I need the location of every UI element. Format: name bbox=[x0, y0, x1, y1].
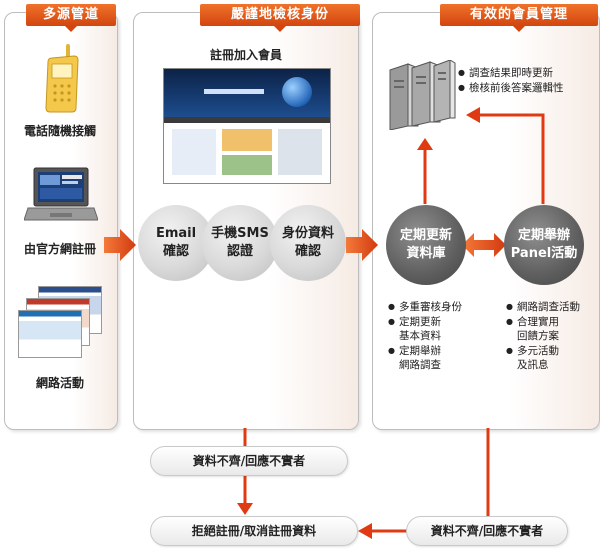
management-header: 有效的會員管理 bbox=[440, 4, 598, 32]
reject-registration-box: 拒絕註冊/取消註冊資料 bbox=[150, 516, 358, 546]
arrow-database-to-server bbox=[417, 138, 433, 150]
database-line1: 定期更新 bbox=[399, 228, 452, 243]
arrow-panel-to-server bbox=[466, 107, 480, 123]
site-content-mid2 bbox=[222, 155, 272, 175]
laptop-icon bbox=[24, 167, 98, 221]
website-label: 由官方網註冊 bbox=[23, 242, 96, 256]
site-content-mid bbox=[222, 129, 272, 151]
server-rack-icon bbox=[389, 60, 456, 130]
email-confirm-circle: Email 確認 bbox=[138, 205, 214, 281]
database-update-circle: 定期更新 資料庫 bbox=[386, 205, 466, 285]
database-line2: 資料庫 bbox=[406, 246, 446, 261]
event-site-front bbox=[18, 310, 82, 358]
register-title: 註冊加入會員 bbox=[209, 48, 282, 62]
site-content-left bbox=[172, 129, 216, 175]
incomplete-data-right: 資料不齊/回應不實者 bbox=[406, 516, 568, 546]
sms-verify-circle: 手機SMS 認證 bbox=[202, 205, 278, 281]
identity-line1: 身份資料 bbox=[281, 226, 334, 241]
sms-line2: 認證 bbox=[226, 244, 253, 259]
events-label: 網路活動 bbox=[35, 376, 84, 390]
panel-note: 多元活動 及訊息 bbox=[506, 344, 580, 372]
database-note: 定期舉辦 網路調查 bbox=[388, 344, 462, 372]
arrow-right-to-reject bbox=[358, 523, 372, 539]
identity-line2: 確認 bbox=[294, 244, 321, 259]
member-site-screenshot bbox=[163, 68, 331, 184]
arrow-identity-to-database bbox=[346, 229, 378, 261]
site-banner-text bbox=[204, 89, 264, 94]
database-note: 定期更新 基本資料 bbox=[388, 315, 462, 343]
server-notes: 調查結果即時更新 檢核前後答案邏輯性 bbox=[458, 66, 564, 96]
verification-header: 嚴謹地檢核身份 bbox=[200, 4, 360, 32]
database-notes: 多重審核身份 定期更新 基本資料 定期舉辦 網路調查 bbox=[388, 300, 462, 373]
site-nav bbox=[164, 117, 330, 123]
arrow-sources-to-verification bbox=[104, 229, 136, 261]
event-websites-image bbox=[18, 286, 108, 358]
sources-header: 多源管道 bbox=[26, 4, 116, 32]
site-globe bbox=[282, 77, 312, 107]
server-note: 檢核前後答案邏輯性 bbox=[458, 81, 564, 95]
panel-line2: Panel活動 bbox=[510, 246, 578, 261]
panel-note: 網路調查活動 bbox=[506, 300, 580, 314]
email-line1: Email bbox=[155, 226, 197, 241]
sms-line1: 手機SMS bbox=[211, 226, 269, 241]
incomplete-data-middle: 資料不齊/回應不實者 bbox=[150, 446, 348, 476]
site-content-right bbox=[278, 129, 322, 175]
server-note: 調查結果即時更新 bbox=[458, 66, 564, 80]
panel-notes: 網路調查活動 合理實用 回饋方案 多元活動 及訊息 bbox=[506, 300, 580, 373]
identity-confirm-circle: 身份資料 確認 bbox=[270, 205, 346, 281]
database-note: 多重審核身份 bbox=[388, 300, 462, 314]
mobile-phone-icon bbox=[45, 44, 79, 113]
panel-note: 合理實用 回饋方案 bbox=[506, 315, 580, 343]
phone-label: 電話隨機接觸 bbox=[23, 124, 96, 138]
arrow-middle-to-reject bbox=[237, 503, 253, 515]
arrow-database-panel bbox=[462, 233, 506, 257]
email-line2: 確認 bbox=[162, 244, 189, 259]
panel-activity-circle: 定期舉辦 Panel活動 bbox=[504, 205, 584, 285]
panel-line1: 定期舉辦 bbox=[517, 228, 570, 243]
